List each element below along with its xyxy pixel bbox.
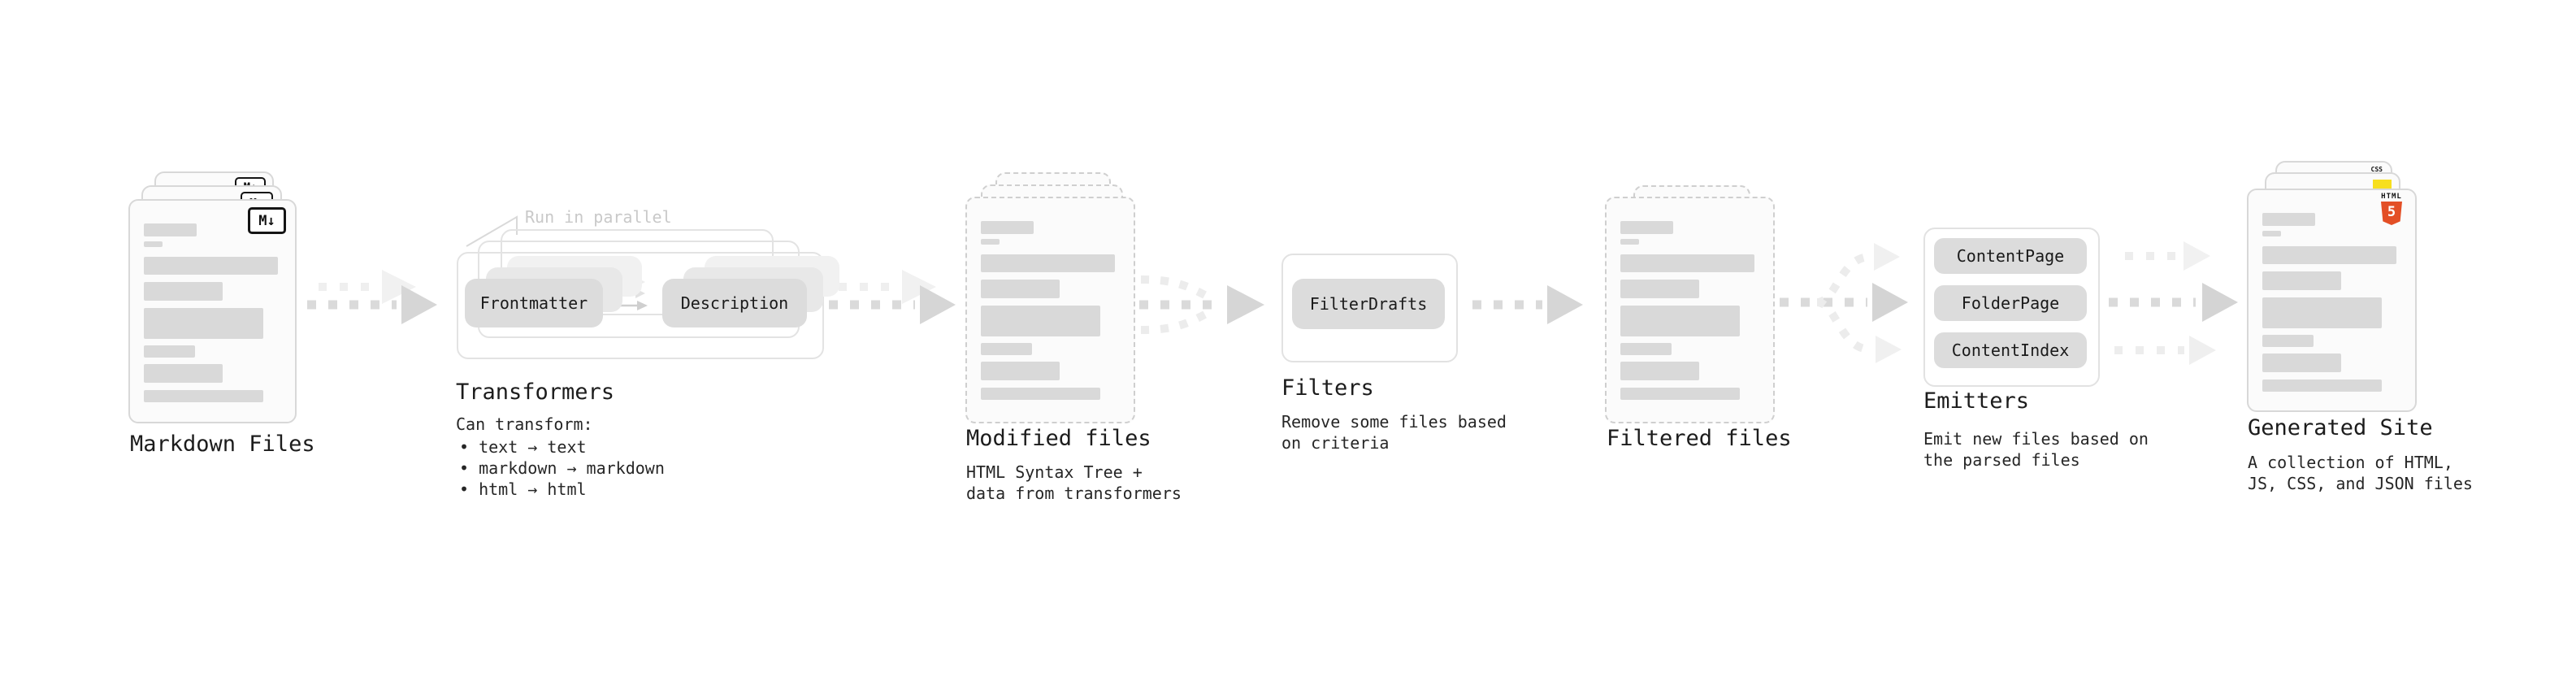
- emitter-chip-contentpage: ContentPage: [1934, 238, 2087, 274]
- document-skeleton: [144, 223, 278, 402]
- transformer-stack-outline: [457, 252, 824, 359]
- markdown-document: M↓: [128, 199, 297, 423]
- transformers-bullet: • text → text: [459, 437, 587, 457]
- transformers-bullet: • markdown → markdown: [459, 458, 665, 478]
- skeleton-bar: [1620, 388, 1740, 400]
- skeleton-bar: [2262, 213, 2315, 226]
- skeleton-bar: [2262, 297, 2382, 328]
- document-skeleton: [1620, 221, 1754, 400]
- skeleton-bar: [144, 345, 195, 358]
- skeleton-bar: [144, 308, 263, 339]
- skeleton-bar: [981, 239, 1000, 245]
- skeleton-bar: [981, 280, 1060, 298]
- emitter-chip-folderpage: FolderPage: [1934, 285, 2087, 321]
- emitter-chip-contentindex: ContentIndex: [1934, 332, 2087, 368]
- skeleton-bar: [1620, 221, 1673, 234]
- skeleton-bar: [2262, 246, 2396, 264]
- skeleton-bar: [144, 282, 223, 301]
- skeleton-bar: [144, 223, 197, 236]
- skeleton-bar: [1620, 254, 1754, 272]
- stage-label-generated-site: Generated Site: [2248, 415, 2433, 440]
- skeleton-bar: [2262, 335, 2314, 347]
- stage-label-modified-files: Modified files: [966, 426, 1151, 451]
- generated-site-desc: A collection of HTML, JS, CSS, and JSON …: [2248, 453, 2473, 493]
- skeleton-bar: [981, 362, 1060, 380]
- skeleton-bar: [2262, 380, 2382, 392]
- document-skeleton: [2262, 213, 2396, 392]
- skeleton-bar: [981, 306, 1100, 336]
- transformer-chip-description: Description: [662, 279, 807, 327]
- stage-label-transformers: Transformers: [456, 380, 615, 405]
- run-in-parallel-annotation: Run in parallel: [525, 207, 672, 227]
- html5-icon-shield: 5: [2381, 202, 2402, 225]
- skeleton-bar: [981, 388, 1100, 400]
- transformer-chip-frontmatter: Frontmatter: [465, 279, 603, 327]
- skeleton-bar: [981, 343, 1032, 355]
- html5-icon-label: HTML: [2381, 193, 2402, 201]
- modified-files-desc: HTML Syntax Tree + data from transformer…: [966, 462, 1182, 503]
- skeleton-bar: [981, 221, 1034, 234]
- arrow-markdown-to-transformers: [307, 270, 437, 324]
- skeleton-bar: [1620, 343, 1672, 355]
- filter-chip-filterdrafts: FilterDrafts: [1292, 279, 1445, 329]
- transformers-desc-title: Can transform:: [456, 414, 593, 434]
- modified-files-document: [965, 197, 1135, 423]
- js-icon: [2373, 180, 2392, 190]
- filtered-files-document: [1605, 197, 1775, 423]
- skeleton-bar: [1620, 306, 1740, 336]
- skeleton-bar: [2262, 231, 2281, 236]
- html5-icon: HTML 5: [2376, 193, 2407, 225]
- skeleton-bar: [144, 241, 163, 247]
- stage-label-filtered-files: Filtered files: [1607, 426, 1792, 451]
- skeleton-bar: [1620, 239, 1639, 245]
- arrow-filtered-to-emitters-fanout: [1780, 243, 1908, 363]
- markdown-icon: M↓: [248, 207, 286, 234]
- skeleton-bar: [1620, 280, 1699, 298]
- skeleton-bar: [144, 364, 223, 383]
- generated-site-document: HTML 5: [2247, 189, 2417, 412]
- emitters-desc: Emit new files based on the parsed files: [1923, 429, 2149, 470]
- skeleton-bar: [2262, 354, 2341, 372]
- stage-label-filters: Filters: [1281, 375, 1374, 401]
- stage-label-emitters: Emitters: [1923, 388, 2030, 414]
- skeleton-bar: [1620, 362, 1699, 380]
- filters-desc: Remove some files based on criteria: [1281, 412, 1507, 453]
- arrow-modified-to-filters-merge: [1139, 275, 1264, 334]
- skeleton-bar: [2262, 271, 2341, 290]
- stage-label-markdown-files: Markdown Files: [130, 432, 315, 457]
- arrow-filters-to-filtered: [1472, 285, 1583, 324]
- arrow-emitters-to-generated: [2109, 241, 2238, 365]
- document-skeleton: [981, 221, 1115, 400]
- skeleton-bar: [981, 254, 1115, 272]
- skeleton-bar: [144, 257, 278, 275]
- arrow-transformers-to-modified: [829, 270, 956, 324]
- transformers-bullet: • html → html: [459, 479, 587, 499]
- skeleton-bar: [144, 390, 263, 402]
